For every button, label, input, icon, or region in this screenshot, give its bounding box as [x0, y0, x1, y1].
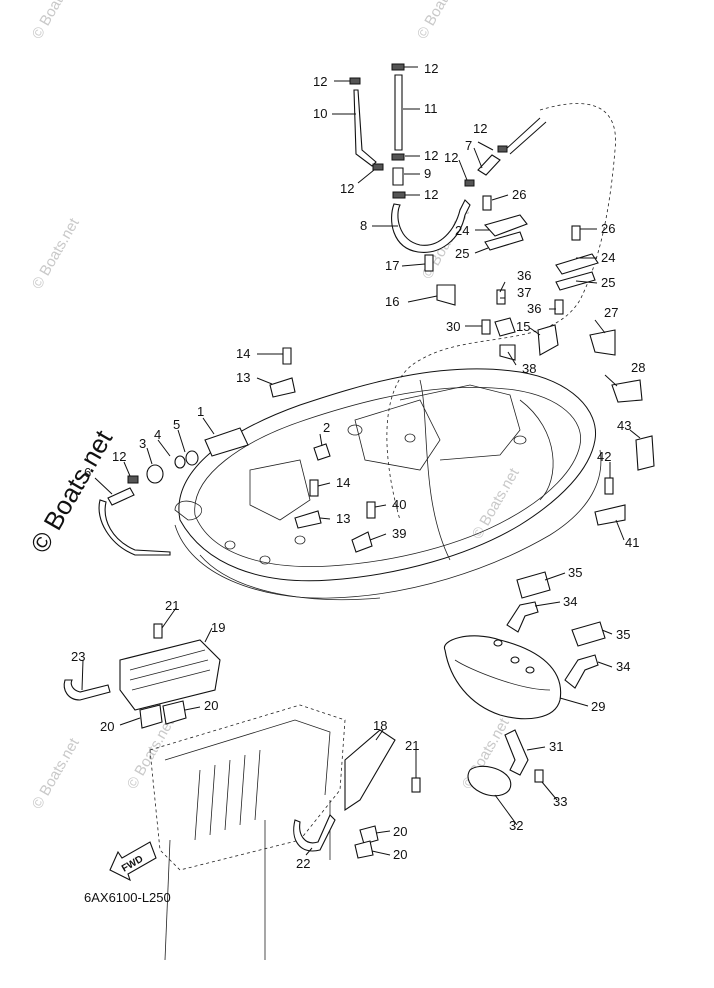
callout-4: 4	[154, 427, 161, 442]
callout-34: 34	[616, 659, 630, 674]
callout-39: 39	[392, 526, 406, 541]
callout-32: 32	[509, 818, 523, 833]
callout-18: 18	[373, 718, 387, 733]
watermark: © Boats.net	[469, 465, 523, 542]
callout-labels: 12 12 10 11 12 12 12 9 7 12 12 12 8 26 2…	[71, 61, 645, 871]
callout-14: 14	[236, 346, 250, 361]
callout-21: 21	[405, 738, 419, 753]
callout-35: 35	[616, 627, 630, 642]
fuel-hose-group	[349, 63, 508, 253]
callout-17: 17	[385, 258, 399, 273]
watermark-large: © Boats.net	[24, 424, 118, 558]
callout-40: 40	[392, 497, 406, 512]
callout-13: 13	[336, 511, 350, 526]
callout-22: 22	[296, 856, 310, 871]
callout-9: 9	[424, 166, 431, 181]
callout-30: 30	[446, 319, 460, 334]
filter-group	[63, 623, 421, 859]
callout-14: 14	[336, 475, 350, 490]
callout-15: 15	[516, 319, 530, 334]
callout-29: 29	[591, 699, 605, 714]
callout-12: 12	[424, 61, 438, 76]
callout-12: 12	[444, 150, 458, 165]
callout-16: 16	[385, 294, 399, 309]
left-fittings	[98, 427, 249, 556]
callout-10: 10	[313, 106, 327, 121]
watermark: © Boats.net	[29, 0, 83, 42]
callout-25: 25	[455, 246, 469, 261]
callout-12: 12	[313, 74, 327, 89]
callout-12: 12	[424, 187, 438, 202]
bottom-cowling	[174, 368, 602, 601]
callout-38: 38	[522, 361, 536, 376]
hose-loop	[386, 103, 616, 521]
callout-23: 23	[71, 649, 85, 664]
bracket-group-upper	[482, 195, 599, 291]
callout-13: 13	[236, 370, 250, 385]
callout-26: 26	[512, 187, 526, 202]
callout-5: 5	[173, 417, 180, 432]
callout-6: 6	[84, 465, 91, 480]
callout-31: 31	[549, 739, 563, 754]
callout-34: 34	[563, 594, 577, 609]
callout-41: 41	[625, 535, 639, 550]
callout-20: 20	[393, 847, 407, 862]
callout-12: 12	[112, 449, 126, 464]
callout-42: 42	[597, 449, 611, 464]
callout-12: 12	[473, 121, 487, 136]
callout-36: 36	[517, 268, 531, 283]
oil-tank-group	[444, 571, 606, 797]
callout-8: 8	[360, 218, 367, 233]
callout-43: 43	[617, 418, 631, 433]
watermark: © Boats.net	[29, 215, 83, 292]
callout-27: 27	[604, 305, 618, 320]
callout-7: 7	[465, 138, 472, 153]
watermark: © Boats.net	[29, 735, 83, 812]
callout-20: 20	[100, 719, 114, 734]
lower-case	[149, 704, 346, 961]
callout-35: 35	[568, 565, 582, 580]
callout-12: 12	[424, 148, 438, 163]
callout-25: 25	[601, 275, 615, 290]
watermark: © Boats.net	[124, 715, 178, 792]
callout-20: 20	[204, 698, 218, 713]
callout-24: 24	[455, 223, 469, 238]
callout-2: 2	[323, 420, 330, 435]
callout-21: 21	[165, 598, 179, 613]
diagram-code: 6AX6100-L250	[84, 890, 171, 905]
callout-19: 19	[211, 620, 225, 635]
callout-11: 11	[424, 101, 438, 116]
watermark: © Boats.net	[414, 0, 468, 42]
fwd-arrow: FWD	[109, 841, 157, 882]
callout-1: 1	[197, 404, 204, 419]
callout-28: 28	[631, 360, 645, 375]
callout-33: 33	[553, 794, 567, 809]
callout-37: 37	[517, 285, 531, 300]
callout-12: 12	[340, 181, 354, 196]
leader-lines	[81, 66, 641, 856]
callout-26: 26	[601, 221, 615, 236]
callout-24: 24	[601, 250, 615, 265]
callout-20: 20	[393, 824, 407, 839]
callout-36: 36	[527, 301, 541, 316]
small-parts-middle	[269, 254, 655, 553]
callout-3: 3	[139, 436, 146, 451]
